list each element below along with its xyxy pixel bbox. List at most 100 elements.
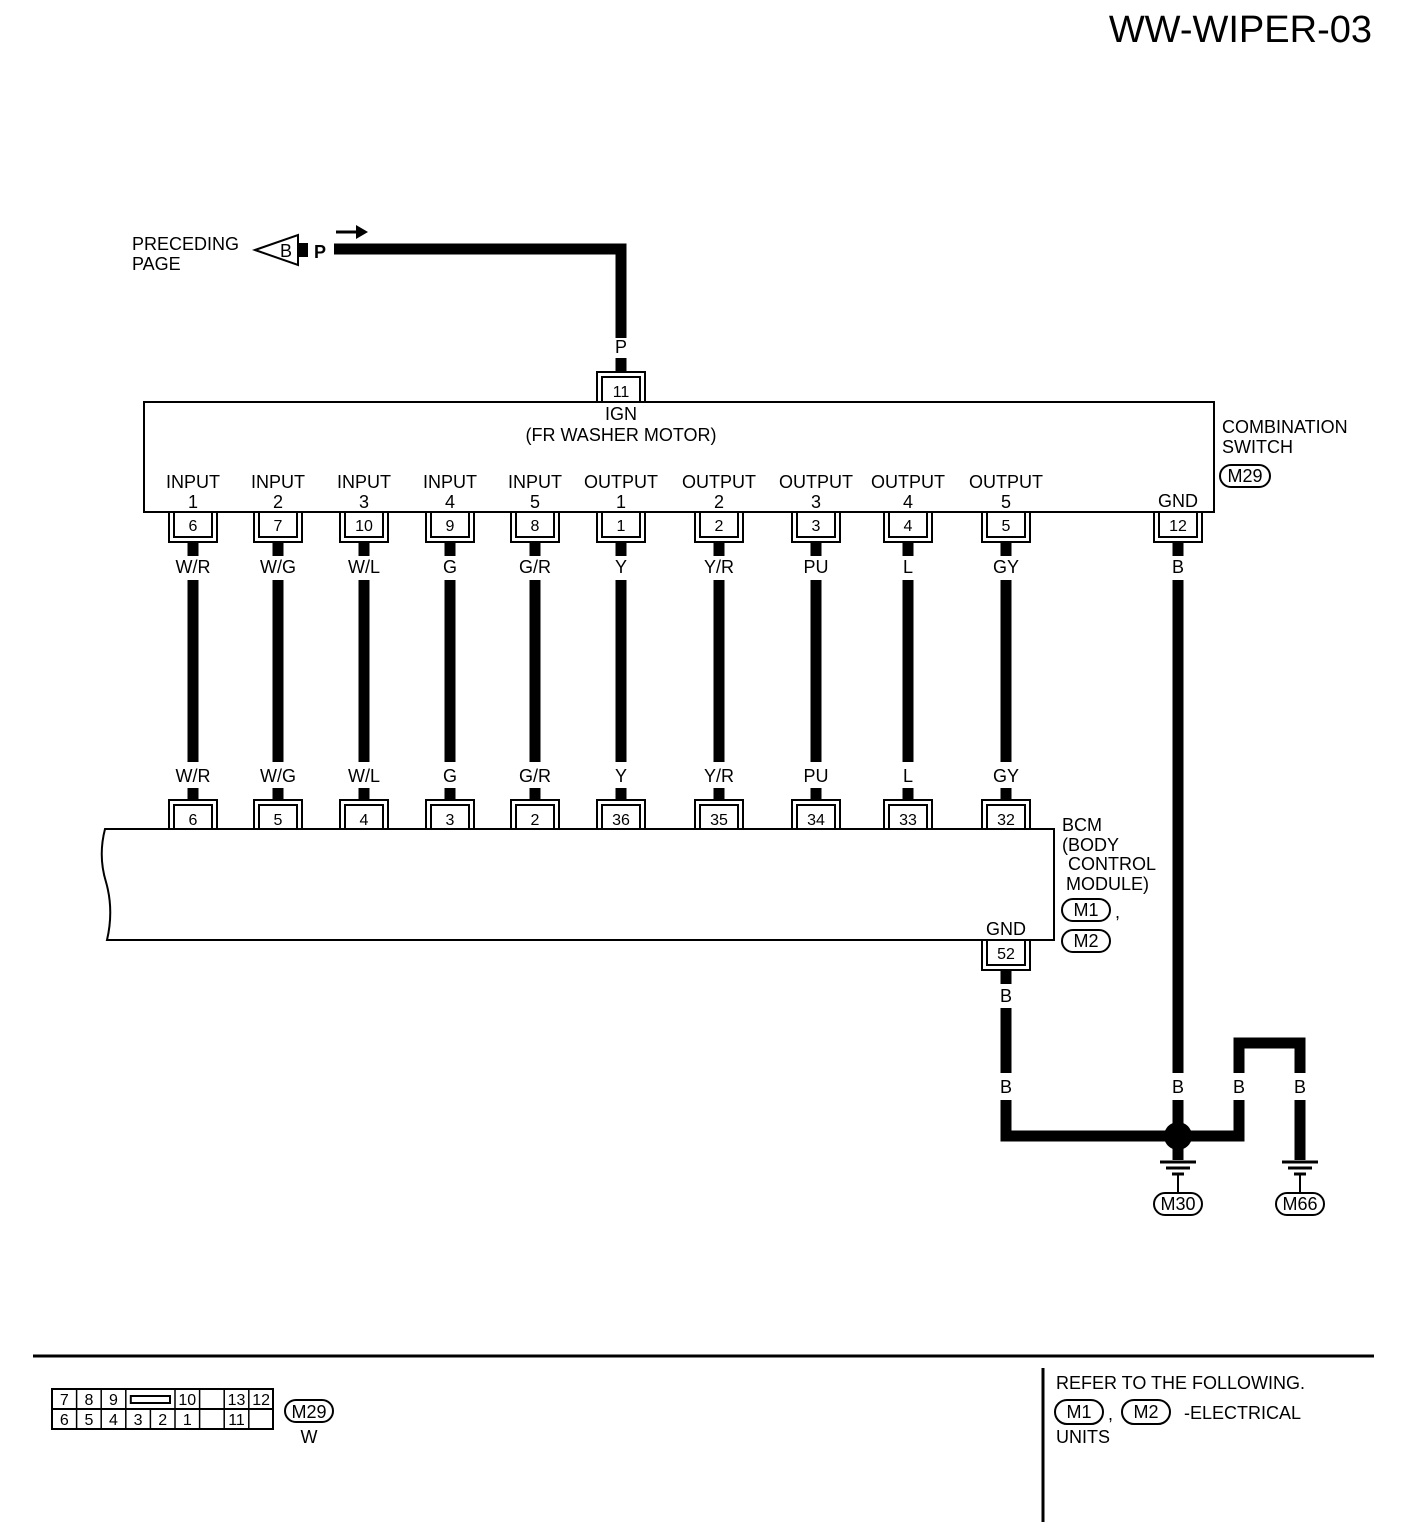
svg-text:52: 52 — [997, 946, 1015, 963]
switch-terminal-number-2: 3 — [359, 492, 369, 512]
switch-pin-1-number: 7 — [274, 518, 283, 535]
switch-terminal-number-5: 1 — [616, 492, 626, 512]
ground-m66-icon — [1282, 1160, 1318, 1193]
switch-terminal-number-8: 4 — [903, 492, 913, 512]
refer-line-1: REFER TO THE FOLLOWING. — [1056, 1373, 1305, 1393]
switch-wire-label-9: GY — [993, 557, 1019, 577]
bcm-wire-label-5: Y — [615, 766, 627, 786]
switch-pin-3: 9 — [425, 511, 475, 543]
bcm-wire-label-4: G/R — [519, 766, 551, 786]
bcm-wire-label-2: W/L — [348, 766, 380, 786]
switch-pin-5-number: 1 — [617, 518, 626, 535]
connector-face-bottom-cell-7: 11 — [228, 1412, 245, 1429]
switch-terminal-number-0: 1 — [188, 492, 198, 512]
svg-text:M2: M2 — [1133, 1402, 1158, 1422]
switch-wire-label-4: G/R — [519, 557, 551, 577]
bcm-wire-label-1: W/G — [260, 766, 296, 786]
svg-text:M1: M1 — [1073, 900, 1098, 920]
switch-terminal-name-1: INPUT — [251, 472, 305, 492]
switch-gnd-label: GND — [1158, 491, 1198, 511]
bcm-gnd-wire-label: B — [1000, 986, 1012, 1006]
switch-terminal-number-1: 2 — [273, 492, 283, 512]
switch-terminal-name-2: INPUT — [337, 472, 391, 492]
svg-text:M29: M29 — [1227, 466, 1262, 486]
switch-pin-3-number: 9 — [446, 518, 455, 535]
bcm-wire-label-6: Y/R — [704, 766, 734, 786]
bcm-wire-label-7: PU — [803, 766, 828, 786]
svg-text:M66: M66 — [1282, 1194, 1317, 1214]
bcm-box[interactable] — [100, 828, 1055, 941]
switch-pin-2-number: 10 — [355, 518, 373, 535]
bcm-connector-badge-m2: M2 — [1061, 929, 1111, 953]
switch-pin-0-number: 6 — [189, 518, 198, 535]
ground-m30-icon — [1160, 1160, 1196, 1193]
bcm-gnd-label: GND — [986, 919, 1026, 939]
switch-pin-9-number: 5 — [1002, 518, 1011, 535]
combination-switch-name-1: COMBINATION — [1222, 417, 1348, 437]
combination-switch-box[interactable] — [143, 401, 1215, 513]
switch-wire-label-5: Y — [615, 557, 627, 577]
ign-sublabel: (FR WASHER MOTOR) — [526, 425, 717, 445]
switch-terminal-number-9: 5 — [1001, 492, 1011, 512]
switch-pin-5: 1 — [596, 511, 646, 543]
svg-text:M1: M1 — [1066, 1402, 1091, 1422]
preceding-label-2: PAGE — [132, 254, 181, 274]
bcm-pin-4: 2 — [510, 799, 560, 831]
bcm-wire-label-3: G — [443, 766, 457, 786]
bcm-pin-0: 6 — [168, 799, 218, 831]
switch-gnd-wire-label: B — [1172, 557, 1184, 577]
connector-face-badge: M29 — [284, 1399, 334, 1423]
wire-p-label: P — [615, 337, 627, 357]
ground-m30-badge: M30 — [1153, 1192, 1203, 1216]
connector-face-top-cell-4: 10 — [178, 1392, 196, 1409]
refer-badge-m2[interactable]: M2 — [1121, 1399, 1171, 1425]
switch-terminal-name-7: OUTPUT — [779, 472, 853, 492]
bcm-pin-3-number: 3 — [446, 812, 455, 829]
switch-pin-1: 7 — [253, 511, 303, 543]
bcm-pin-8-number: 33 — [899, 812, 917, 829]
ign-pin: 11 — [613, 384, 630, 401]
switch-pin-7: 3 — [791, 511, 841, 543]
switch-terminal-name-3: INPUT — [423, 472, 477, 492]
switch-wire-label-2: W/L — [348, 557, 380, 577]
switch-wire-label-8: L — [903, 557, 913, 577]
bcm-name-1: BCM — [1062, 815, 1102, 835]
bcm-gnd-wire-label-2: B — [1000, 1077, 1012, 1097]
switch-pin-2: 10 — [339, 511, 389, 543]
switch-terminal-name-0: INPUT — [166, 472, 220, 492]
direction-arrow-icon — [336, 225, 368, 239]
switch-terminal-name-6: OUTPUT — [682, 472, 756, 492]
m66-wire-label-b: B — [1294, 1077, 1306, 1097]
connector-face-bottom-cell-3: 3 — [134, 1412, 143, 1429]
switch-pin-0: 6 — [168, 511, 218, 543]
switch-wire-label-0: W/R — [176, 557, 211, 577]
switch-wire-label-1: W/G — [260, 557, 296, 577]
bcm-name-4: MODULE) — [1066, 874, 1149, 894]
bcm-pin-7: 34 — [791, 799, 841, 831]
connector-face-top-cell-2: 9 — [109, 1392, 118, 1409]
preceding-stub — [299, 243, 308, 257]
refer-line-3: UNITS — [1056, 1427, 1110, 1447]
connector-face-top-cell-6: 13 — [228, 1392, 246, 1409]
bcm-wire-label-8: L — [903, 766, 913, 786]
switch-pin-4: 8 — [510, 511, 560, 543]
bcm-pin-9-number: 32 — [997, 812, 1015, 829]
switch-pin-6: 2 — [694, 511, 744, 543]
preceding-page-connector[interactable]: PRECEDING PAGE B P — [132, 225, 368, 274]
bcm-pin-6: 35 — [694, 799, 744, 831]
switch-pin-8: 4 — [883, 511, 933, 543]
switch-pin-7-number: 3 — [812, 518, 821, 535]
refer-badge-m1[interactable]: M1 — [1054, 1399, 1104, 1425]
switch-terminal-name-4: INPUT — [508, 472, 562, 492]
bcm-connector-separator: , — [1115, 902, 1120, 922]
bcm-pin-5-number: 36 — [612, 812, 630, 829]
switch-terminal-number-3: 4 — [445, 492, 455, 512]
bcm-pin-2: 4 — [339, 799, 389, 831]
switch-gnd-pin-connector: 12 — [1153, 511, 1203, 543]
connector-face-bottom-cell-4: 2 — [158, 1412, 167, 1429]
bcm-pin-7-number: 34 — [807, 812, 825, 829]
bcm-pin-2-number: 4 — [360, 812, 369, 829]
switch-gnd-wire-label-2: B — [1172, 1077, 1184, 1097]
bcm-pin-1-number: 5 — [274, 812, 283, 829]
